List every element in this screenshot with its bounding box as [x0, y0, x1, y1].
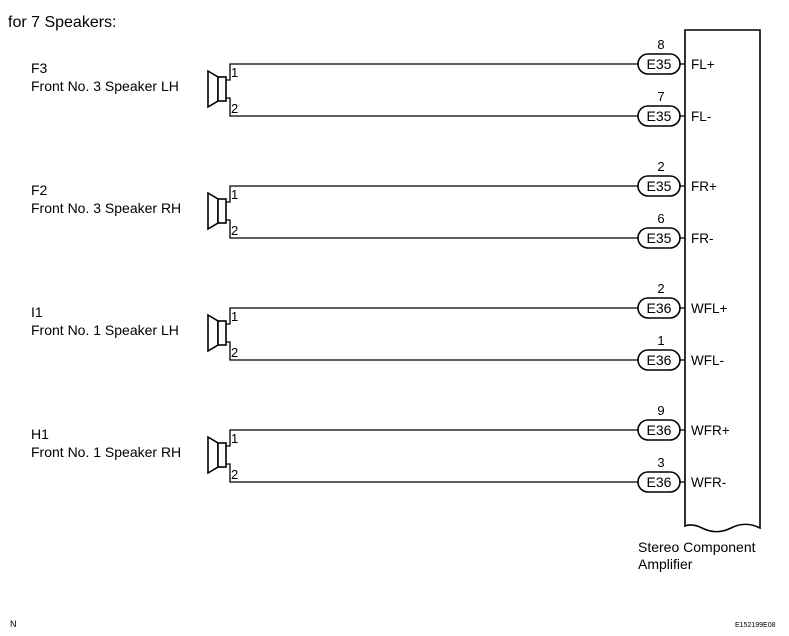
- connector-minus: [637, 349, 681, 371]
- wire-minus: [226, 341, 638, 361]
- connector-minus-label: E35: [647, 230, 672, 246]
- connector-plus-label: E36: [647, 300, 672, 316]
- connector-plus: [637, 175, 681, 197]
- speaker-icon: [207, 69, 219, 109]
- signal-plus-label: FR+: [691, 179, 717, 194]
- connector-minus: [637, 471, 681, 493]
- wire-minus: [226, 463, 638, 483]
- signal-minus-label: WFL-: [691, 353, 724, 368]
- speaker-code: F2: [31, 182, 48, 198]
- speaker-code: F3: [31, 60, 48, 76]
- speaker-pin-bottom: 2: [231, 223, 238, 238]
- signal-plus-label: WFL+: [691, 301, 727, 316]
- wire-plus: [226, 185, 638, 203]
- speaker-icon: [207, 191, 219, 231]
- speaker-pin-top: 1: [231, 431, 238, 446]
- speaker-code: H1: [31, 426, 49, 442]
- wire-minus: [226, 219, 638, 239]
- speaker-icon: [207, 435, 219, 475]
- connector-minus-label: E36: [647, 474, 672, 490]
- connector-plus-label: E35: [647, 178, 672, 194]
- connector-plus-pin: 2: [657, 281, 664, 296]
- speaker-magnet: [217, 76, 227, 102]
- connector-plus-label: E36: [647, 422, 672, 438]
- connector-plus: [637, 419, 681, 441]
- speaker-name: Front No. 1 Speaker RH: [31, 444, 181, 460]
- wire-minus: [226, 97, 638, 117]
- connector-plus: [637, 297, 681, 319]
- signal-plus-label: WFR+: [691, 423, 730, 438]
- diagram-title: for 7 Speakers:: [8, 14, 117, 31]
- connector-minus-label: E36: [647, 352, 672, 368]
- wire-plus: [226, 307, 638, 325]
- figure-id: E152199E08: [735, 622, 776, 629]
- connector-plus-pin: 8: [657, 37, 664, 52]
- speaker-icon: [207, 313, 219, 353]
- wire-plus: [226, 429, 638, 447]
- connector-minus-pin: 1: [657, 333, 664, 348]
- speaker-magnet: [217, 320, 227, 346]
- signal-minus-label: WFR-: [691, 475, 726, 490]
- signal-minus-label: FR-: [691, 231, 714, 246]
- speaker-name: Front No. 3 Speaker RH: [31, 200, 181, 216]
- connector-minus: [637, 105, 681, 127]
- speaker-name: Front No. 1 Speaker LH: [31, 322, 179, 338]
- speaker-magnet: [217, 198, 227, 224]
- connector-minus-label: E35: [647, 108, 672, 124]
- wire-plus: [226, 63, 638, 81]
- connector-minus: [637, 227, 681, 249]
- amplifier-box: [684, 29, 761, 533]
- speaker-pin-top: 1: [231, 309, 238, 324]
- speaker-pin-bottom: 2: [231, 345, 238, 360]
- connector-plus-label: E35: [647, 56, 672, 72]
- speaker-magnet: [217, 442, 227, 468]
- signal-minus-label: FL-: [691, 109, 711, 124]
- connector-plus-pin: 9: [657, 403, 664, 418]
- connector-minus-pin: 3: [657, 455, 664, 470]
- connector-plus: [637, 53, 681, 75]
- speaker-pin-bottom: 2: [231, 467, 238, 482]
- connector-minus-pin: 7: [657, 89, 664, 104]
- amplifier-label-line1: Stereo Component: [638, 539, 756, 555]
- footer-left-mark: N: [10, 619, 17, 629]
- speaker-pin-top: 1: [231, 65, 238, 80]
- connector-minus-pin: 6: [657, 211, 664, 226]
- connector-plus-pin: 2: [657, 159, 664, 174]
- speaker-name: Front No. 3 Speaker LH: [31, 78, 179, 94]
- amplifier-label-line2: Amplifier: [638, 556, 693, 572]
- speaker-pin-top: 1: [231, 187, 238, 202]
- speaker-pin-bottom: 2: [231, 101, 238, 116]
- signal-plus-label: FL+: [691, 57, 715, 72]
- speaker-code: I1: [31, 304, 43, 320]
